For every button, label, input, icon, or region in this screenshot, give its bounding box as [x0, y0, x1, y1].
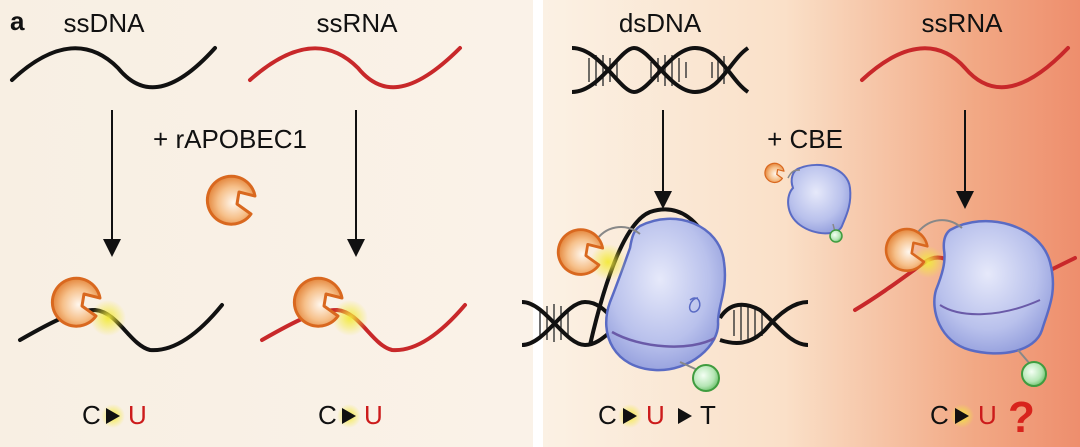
ssrna-label-right: ssRNA	[922, 8, 1004, 38]
highlight-glow	[912, 246, 944, 278]
cas9-icon	[933, 219, 1055, 355]
ssdna-strand	[10, 46, 217, 90]
rapobec1-label: + rAPOBEC1	[153, 124, 307, 154]
cbe-complex-free	[764, 162, 852, 243]
result-dna-left: C U	[82, 400, 147, 430]
ssdna-label: ssDNA	[64, 8, 146, 38]
arrowhead-icon	[955, 408, 969, 424]
result-rna-left: C U	[318, 400, 383, 430]
ugi-icon	[829, 229, 843, 243]
ssrna-strand-right	[860, 46, 1070, 90]
ugi-icon	[692, 364, 720, 392]
dsdna-helix-top	[571, 45, 750, 95]
highlight-glow	[590, 244, 626, 280]
cbe-complex-dna	[556, 217, 727, 392]
result-from: C	[930, 400, 949, 430]
arrowhead-icon	[623, 408, 637, 424]
arrowhead-icon	[342, 408, 356, 424]
result-dna-right: C U T	[598, 400, 716, 430]
cas9-icon	[787, 163, 852, 235]
panel-letter: a	[10, 6, 25, 36]
result-from: C	[318, 400, 337, 430]
result-rna-right: C U ?	[930, 393, 1035, 442]
question-mark: ?	[1008, 393, 1035, 442]
highlight-glow	[332, 300, 368, 336]
dsdna-label: dsDNA	[619, 8, 702, 38]
result-from: C	[598, 400, 617, 430]
left-panel-background	[0, 0, 533, 447]
result-from: C	[82, 400, 101, 430]
cbe-complex-rna	[884, 219, 1055, 387]
ssrna-label-left: ssRNA	[317, 8, 399, 38]
result-to: U	[978, 400, 997, 430]
result-to: T	[700, 400, 716, 430]
cbe-label: + CBE	[767, 124, 843, 154]
ugi-icon	[1021, 361, 1047, 387]
result-mid: U	[646, 400, 665, 430]
ssrna-strand-left	[248, 46, 462, 90]
cas9-icon	[605, 217, 727, 372]
result-to: U	[128, 400, 147, 430]
result-to: U	[364, 400, 383, 430]
highlight-glow	[90, 300, 126, 336]
arrowhead-icon	[106, 408, 120, 424]
arrowhead-icon	[678, 408, 692, 424]
